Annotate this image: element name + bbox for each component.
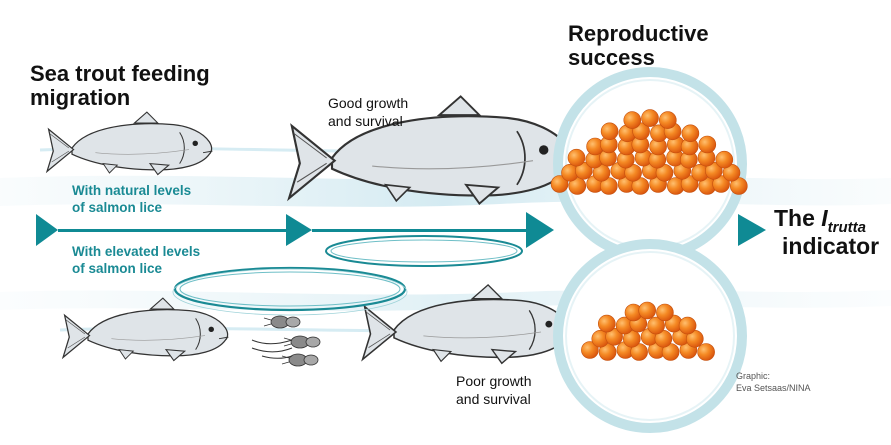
poor-growth-line2: and survival [456,391,531,407]
good-growth-line2: and survival [328,113,403,129]
egg [597,314,616,333]
left-title-line1: Sea trout feeding [30,61,210,86]
elevated-lice-label: With elevated levels of salmon lice [72,243,200,277]
right-title-line2: success [568,45,655,70]
egg [600,122,619,141]
right-title-line1: Reproductive [568,21,709,46]
egg [641,109,659,127]
egg [581,341,599,359]
poor-growth-caption: Poor growth and survival [456,372,531,408]
credit-line2: Eva Setsaas/NINA [736,383,811,393]
left-title-line2: migration [30,85,131,110]
egg [678,316,697,335]
egg-pile-small [581,301,715,361]
indicator-suffix: indicator [782,233,880,259]
poor-growth-line1: Poor growth [456,373,532,389]
egg-pile-large [550,109,748,195]
salmon-lice-cluster [251,315,321,367]
credit-line1: Graphic: [736,371,771,381]
egg [681,124,700,143]
migration-arrows [36,212,766,248]
indicator-symbol: I [821,205,828,231]
itrutta-indicator-label: The Itrutta indicator [774,206,879,259]
natural-lice-label: With natural levels of salmon lice [72,182,191,216]
indicator-prefix: The [774,205,822,231]
small-fish-natural [46,111,214,176]
egg [567,148,586,167]
egg [623,111,642,129]
elevated-lice-line2: of salmon lice [72,261,163,276]
net-pen-small [325,235,523,267]
egg [698,135,717,154]
natural-lice-line1: With natural levels [72,183,192,198]
right-title: Reproductive success [568,22,709,70]
egg [658,111,677,129]
egg [697,343,715,361]
indicator-subscript: trutta [827,219,866,236]
egg [550,175,569,193]
good-growth-line1: Good growth [328,95,409,111]
elevated-lice-line1: With elevated levels [72,244,201,259]
net-pen-large [172,266,408,316]
egg [656,303,674,322]
egg [647,316,665,335]
good-growth-caption: Good growth and survival [328,94,408,130]
egg [715,150,734,169]
natural-lice-line2: of salmon lice [72,200,163,215]
left-title: Sea trout feeding migration [30,62,210,110]
graphic-credit: Graphic: Eva Setsaas/NINA [736,370,811,394]
egg [638,301,657,320]
